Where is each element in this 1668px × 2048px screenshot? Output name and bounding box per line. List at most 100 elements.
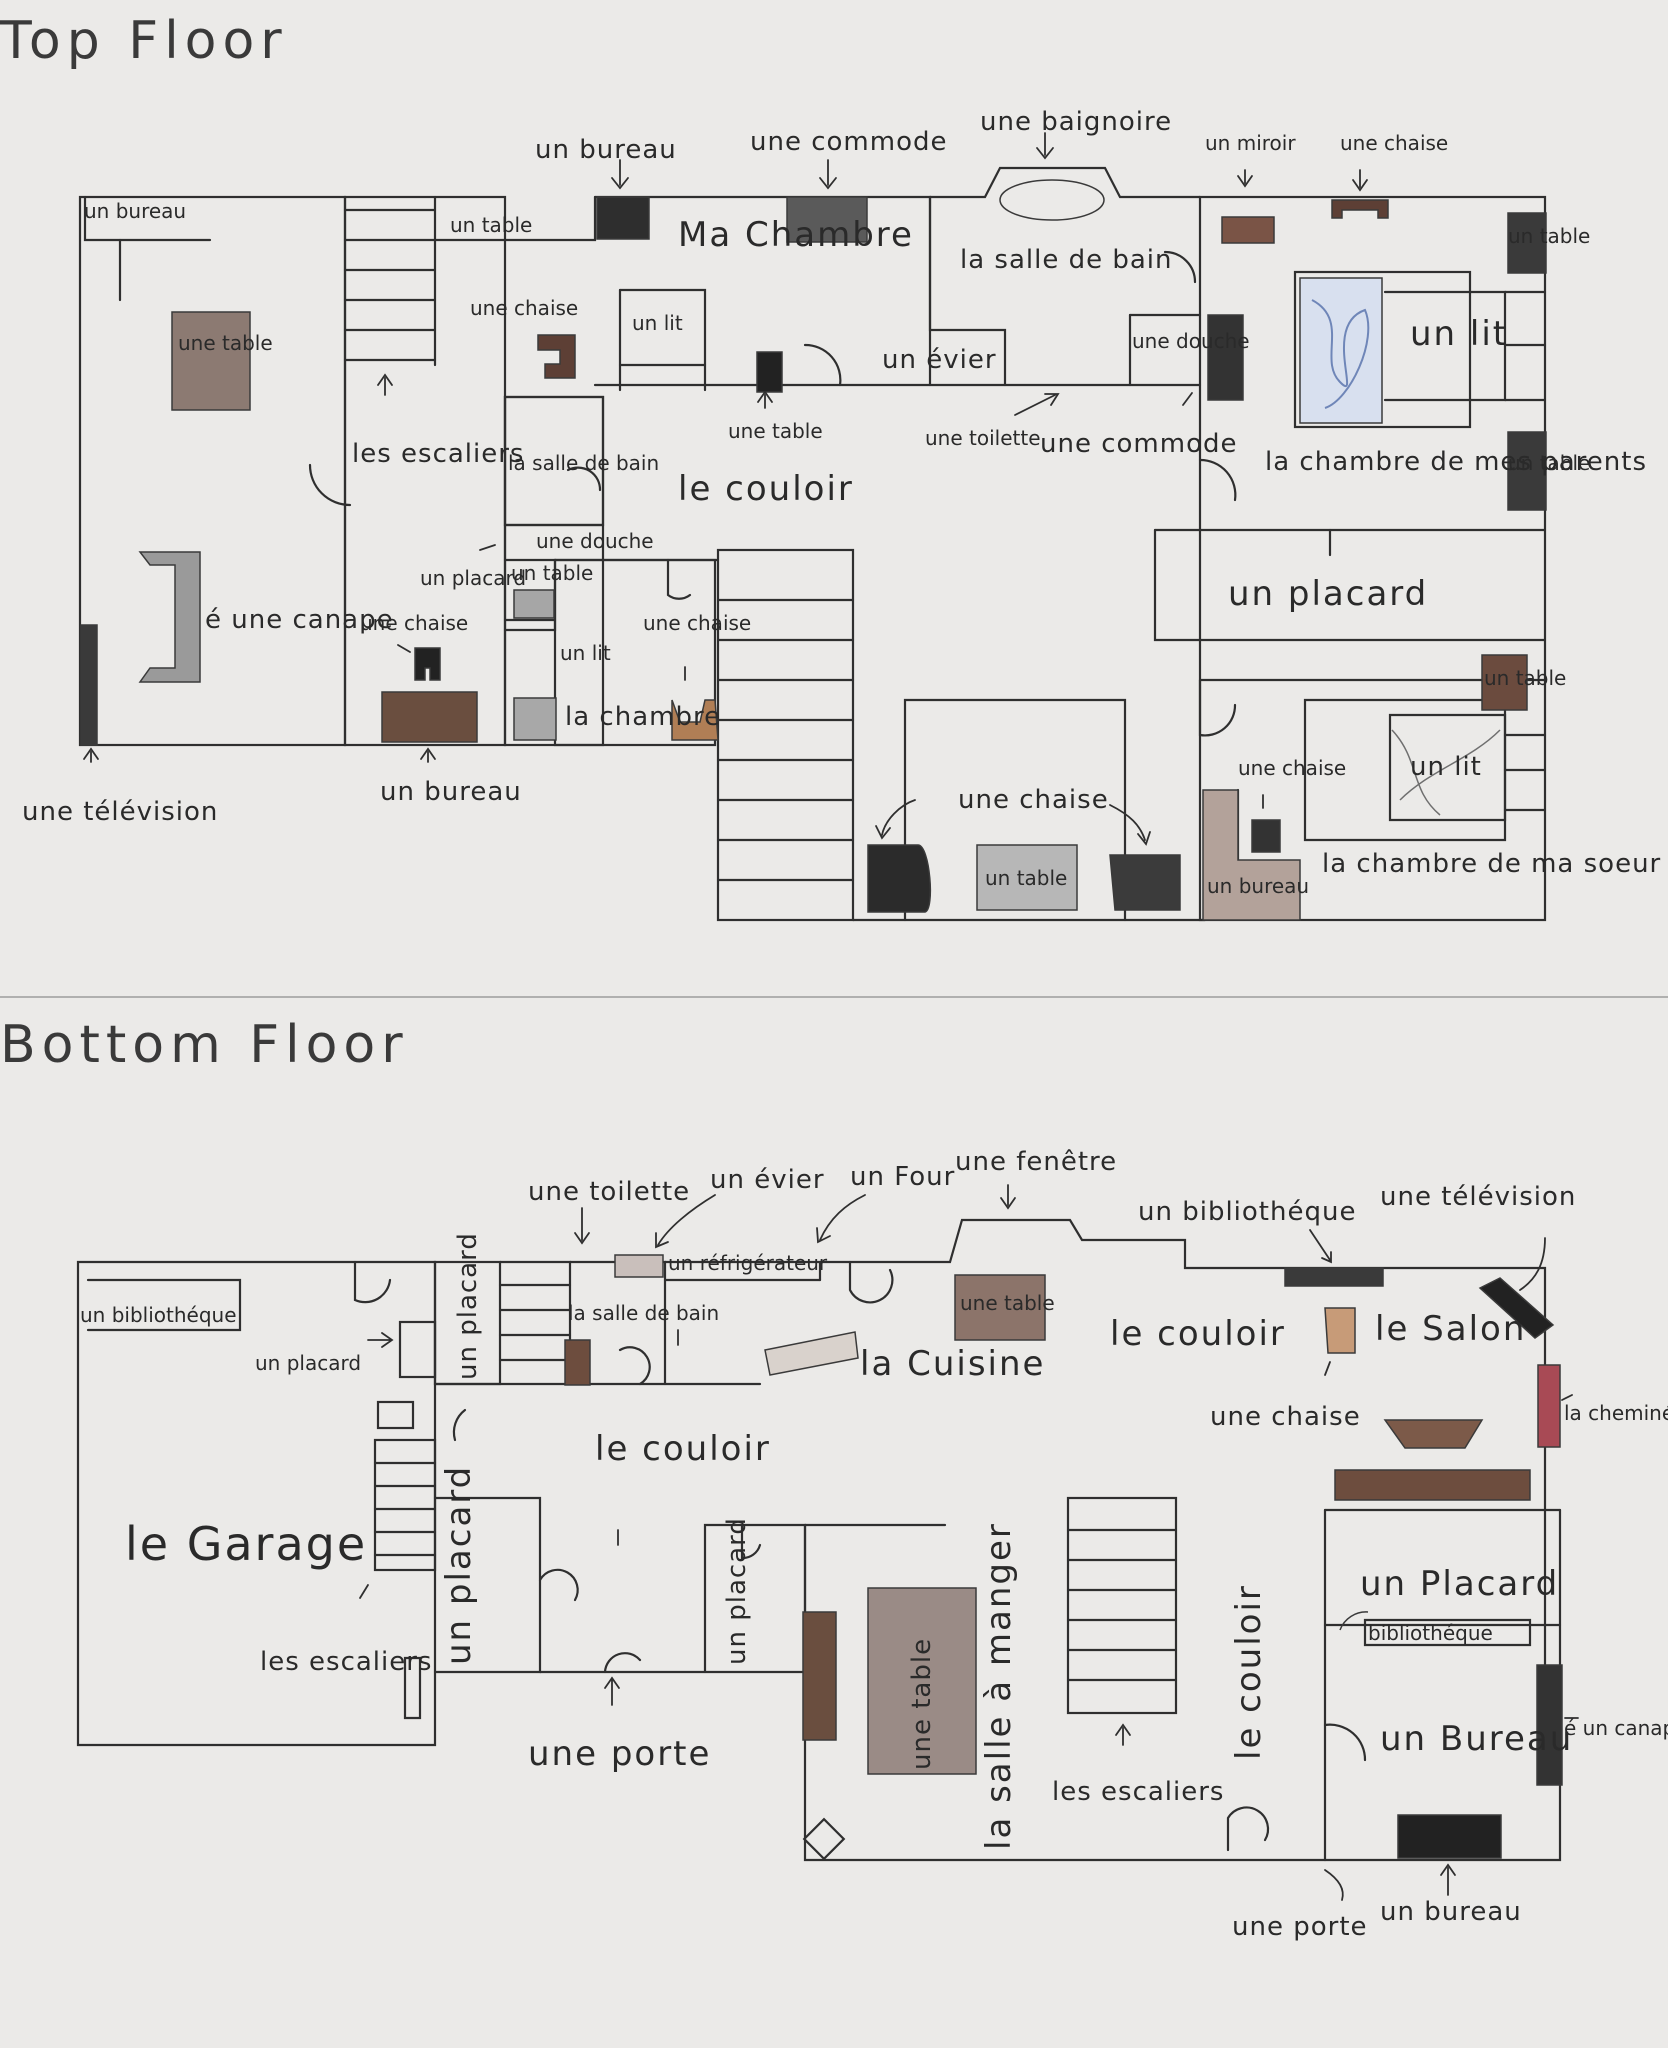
floor-titles: Top Floor Bottom Floor <box>0 11 409 1075</box>
top-floor-labels: un bureau une table é une canape une tél… <box>22 107 1661 898</box>
label-bottom-chaise: une chaise <box>1210 1402 1361 1432</box>
table-mid <box>976 844 1078 911</box>
label-bottom-placard-right: un Placard <box>1360 1564 1559 1604</box>
label-bottom-couloir-right: le couloir <box>1110 1314 1286 1354</box>
label-bottom-television: une télévision <box>1380 1182 1576 1212</box>
bureau-top <box>596 196 650 240</box>
label-bottom-canape: é un canape <box>1564 1716 1668 1740</box>
label-top-chaise-small: une chaise <box>360 611 468 635</box>
label-bottom-porte-right: une porte <box>1232 1912 1368 1942</box>
table-ma-chambre <box>756 351 783 393</box>
refrigerateur-block <box>614 1254 664 1278</box>
label-bottom-placard-lower: un placard <box>439 1465 479 1665</box>
label-top-ma-chambre: Ma Chambre <box>678 215 914 255</box>
label-top-salle-small: la salle de bain <box>508 451 659 475</box>
counter-kitchen <box>764 1331 859 1376</box>
label-top-une-table-living: une table <box>178 331 273 355</box>
label-top-table-ma: une table <box>728 419 823 443</box>
label-top-evier: un évier <box>882 345 997 375</box>
canape-top <box>138 551 201 683</box>
bureau-bottom <box>1397 1814 1502 1859</box>
label-bottom-bureau-room: un Bureau <box>1380 1719 1573 1759</box>
label-top-chaise-soeur: une chaise <box>1238 756 1346 780</box>
label-top-table-small: un table <box>511 561 593 585</box>
label-top-baignoire: une baignoire <box>980 107 1172 137</box>
label-bottom-bureau-bottom: un bureau <box>1380 1897 1522 1927</box>
bottom-stairs-top <box>498 1260 572 1386</box>
label-bottom-placard-garage: un placard <box>255 1351 361 1375</box>
canape-bureau <box>1536 1664 1563 1786</box>
bottom-floor-title: Bottom Floor <box>0 1015 409 1075</box>
label-top-salle-de-bain: la salle de bain <box>960 245 1173 275</box>
bottom-stairs-mid <box>1066 1496 1178 1715</box>
label-top-couloir: le couloir <box>678 469 854 509</box>
label-bottom-couloir-main: le couloir <box>595 1429 771 1469</box>
label-top-commode-2: une commode <box>1040 429 1237 459</box>
label-top-canape: é une canape <box>205 605 394 635</box>
chaise-parents <box>1331 199 1389 219</box>
chaise-stairs <box>537 334 576 379</box>
label-bottom-bibliotheque-small: bibliothéque <box>1368 1621 1493 1645</box>
cheminee <box>1537 1364 1561 1448</box>
top-furniture <box>80 179 1547 921</box>
bed-quilt-parents <box>1299 277 1383 424</box>
label-bottom-table-kitchen: une table <box>960 1291 1055 1315</box>
label-bottom-cheminee: la cheminée <box>1564 1401 1668 1425</box>
label-top-bureau-bottom: un bureau <box>380 777 522 807</box>
label-bottom-escaliers-left: les escaliers <box>260 1647 432 1677</box>
annotation-arrows <box>83 132 1579 1901</box>
label-top-lit-parents: un lit <box>1410 314 1508 354</box>
commode-top <box>786 196 868 243</box>
chaise-salon <box>1324 1307 1356 1354</box>
label-top-chaise-chambre: une chaise <box>643 611 751 635</box>
television-top <box>80 624 98 746</box>
top-stairs-left <box>343 195 437 367</box>
label-top-douche: une douche <box>1132 329 1250 353</box>
label-top-commode: une commode <box>750 127 947 157</box>
label-top-table-mid: un table <box>985 866 1067 890</box>
table-small-room <box>513 589 555 619</box>
label-bottom-refrigerateur: un réfrigérateur <box>668 1251 828 1275</box>
label-bottom-couloir-vertical: le couloir <box>1229 1584 1269 1760</box>
label-top-escaliers: les escaliers <box>352 439 524 469</box>
label-top-douche-small: une douche <box>536 529 654 553</box>
label-top-bureau-soeur: un bureau <box>1207 874 1309 898</box>
table-salon <box>1383 1419 1484 1449</box>
label-bottom-salle-a-manger: la salle à manger <box>979 1522 1019 1850</box>
label-bottom-fenetre: une fenêtre <box>955 1147 1117 1177</box>
label-bottom-garage: le Garage <box>125 1517 367 1571</box>
bibliotheque-top <box>1284 1267 1384 1287</box>
label-top-bureau-top: un bureau <box>535 135 677 165</box>
table-kitchen <box>954 1274 1046 1341</box>
label-top-table-right-a: un table <box>1508 224 1590 248</box>
label-top-table-soeur: un table <box>1484 666 1566 690</box>
label-bottom-placard-lower2: un placard <box>722 1517 752 1665</box>
table-living <box>171 311 251 411</box>
right-table-b <box>1507 431 1547 511</box>
chaise-small <box>414 647 441 681</box>
sideboard-dining <box>802 1611 837 1741</box>
label-top-lit-soeur: un lit <box>1410 752 1482 782</box>
label-bottom-cuisine: la Cuisine <box>860 1344 1045 1384</box>
label-top-placard: un placard <box>420 566 526 590</box>
bottom-stairs-left <box>373 1438 437 1572</box>
label-bottom-toilette: une toilette <box>528 1177 690 1207</box>
chaise-mid-right <box>1109 854 1181 911</box>
label-top-television: une télévision <box>22 797 218 827</box>
label-top-miroir: un miroir <box>1205 131 1296 155</box>
chaise-mid-left <box>867 844 932 913</box>
label-bottom-bibliotheque-garage: un bibliothéque <box>80 1303 237 1327</box>
chaise-soeur <box>1251 819 1281 853</box>
label-bottom-table-dining: une table <box>907 1638 937 1770</box>
bottom-furniture <box>564 1254 1563 1859</box>
label-top-table-right-b: un table <box>1508 451 1590 475</box>
chaise-chambre <box>671 699 719 741</box>
top-floor-walls <box>78 166 1547 922</box>
bottom-floor-labels: un bibliothéque un placard un placard le… <box>80 1147 1668 1942</box>
table-dining <box>867 1587 977 1775</box>
baignoire-top <box>999 179 1105 221</box>
label-top-toilette: une toilette <box>925 426 1041 450</box>
label-top-chambre-soeur: la chambre de ma soeur <box>1322 849 1661 879</box>
label-top-chambre-parents: la chambre de mes parents <box>1265 447 1647 477</box>
label-top-chaise-parents: une chaise <box>1340 131 1448 155</box>
